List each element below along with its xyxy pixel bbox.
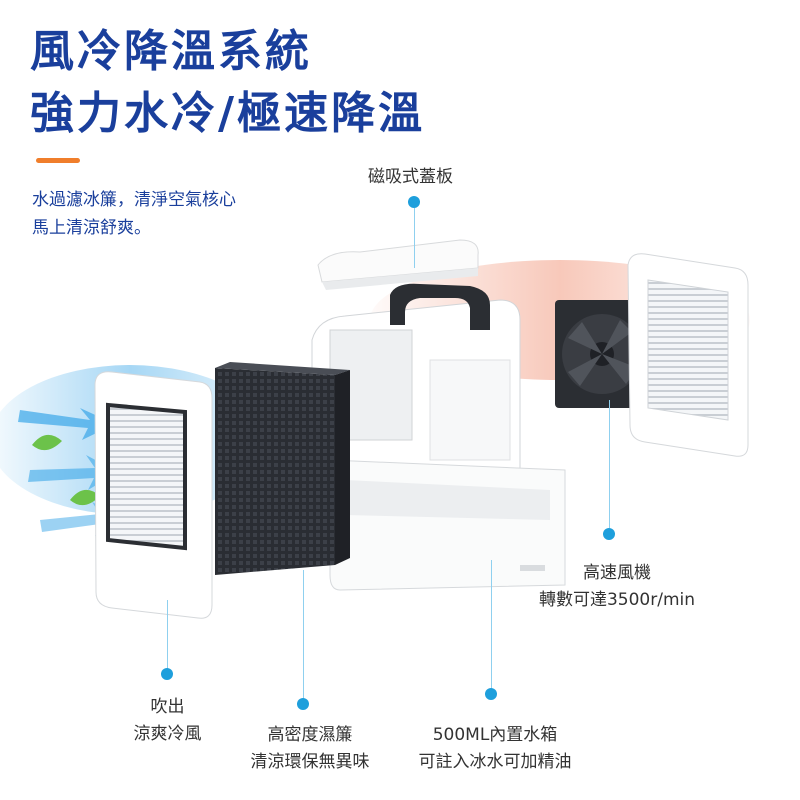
headline-line-2: 強力水冷/極速降溫 bbox=[30, 88, 426, 139]
callout-curtain-line-2: 清涼環保無異味 bbox=[250, 752, 370, 772]
water-tank bbox=[329, 459, 566, 591]
callout-tank-line-2: 可註入冰水可加精油 bbox=[418, 752, 572, 772]
accent-bar bbox=[36, 158, 80, 163]
callout-outlet-line-1: 吹出 bbox=[150, 697, 185, 717]
callout-curtain-dot bbox=[297, 698, 309, 710]
intro-line-1: 水過濾冰簾，清淨空氣核心 bbox=[32, 190, 236, 210]
rear-vent-panel bbox=[627, 253, 749, 457]
callout-tank-label: 500ML內置水箱 可註入冰水可加精油 bbox=[405, 722, 585, 776]
fan-unit bbox=[555, 300, 650, 408]
callout-lid-line-1: 磁吸式蓋板 bbox=[368, 167, 453, 187]
callout-outlet-leader bbox=[167, 600, 168, 670]
callout-curtain-label: 高密度濕簾 清涼環保無異味 bbox=[235, 722, 385, 776]
callout-fan-line-2: 轉數可達3500r/min bbox=[538, 590, 696, 610]
callout-outlet-dot bbox=[161, 668, 173, 680]
callout-outlet-label: 吹出 涼爽冷風 bbox=[125, 694, 210, 748]
callout-tank-dot bbox=[485, 688, 497, 700]
callout-fan-label: 高速風機 轉數可達3500r/min bbox=[522, 560, 712, 614]
magnetic-lid bbox=[317, 239, 479, 290]
callout-fan-dot bbox=[603, 528, 615, 540]
callout-lid-leader bbox=[414, 208, 415, 268]
intro-text: 水過濾冰簾，清淨空氣核心 馬上清涼舒爽。 bbox=[32, 186, 236, 242]
callout-curtain-leader bbox=[303, 570, 304, 700]
headline-line-1: 風冷降溫系統 bbox=[30, 26, 312, 77]
callout-lid-dot bbox=[408, 196, 420, 208]
callout-outlet-line-2: 涼爽冷風 bbox=[133, 724, 202, 744]
callout-fan-line-1: 高速風機 bbox=[583, 563, 651, 583]
intro-line-2: 馬上清涼舒爽。 bbox=[32, 218, 151, 238]
outlet-grille-panel bbox=[94, 371, 213, 619]
callout-lid-label: 磁吸式蓋板 bbox=[368, 164, 453, 191]
wet-curtain bbox=[215, 362, 350, 575]
main-body bbox=[311, 283, 521, 479]
callout-curtain-line-1: 高密度濕簾 bbox=[267, 725, 353, 745]
callout-tank-line-1: 500ML內置水箱 bbox=[432, 725, 558, 745]
callout-tank-leader bbox=[491, 560, 492, 690]
callout-fan-leader bbox=[609, 400, 610, 528]
